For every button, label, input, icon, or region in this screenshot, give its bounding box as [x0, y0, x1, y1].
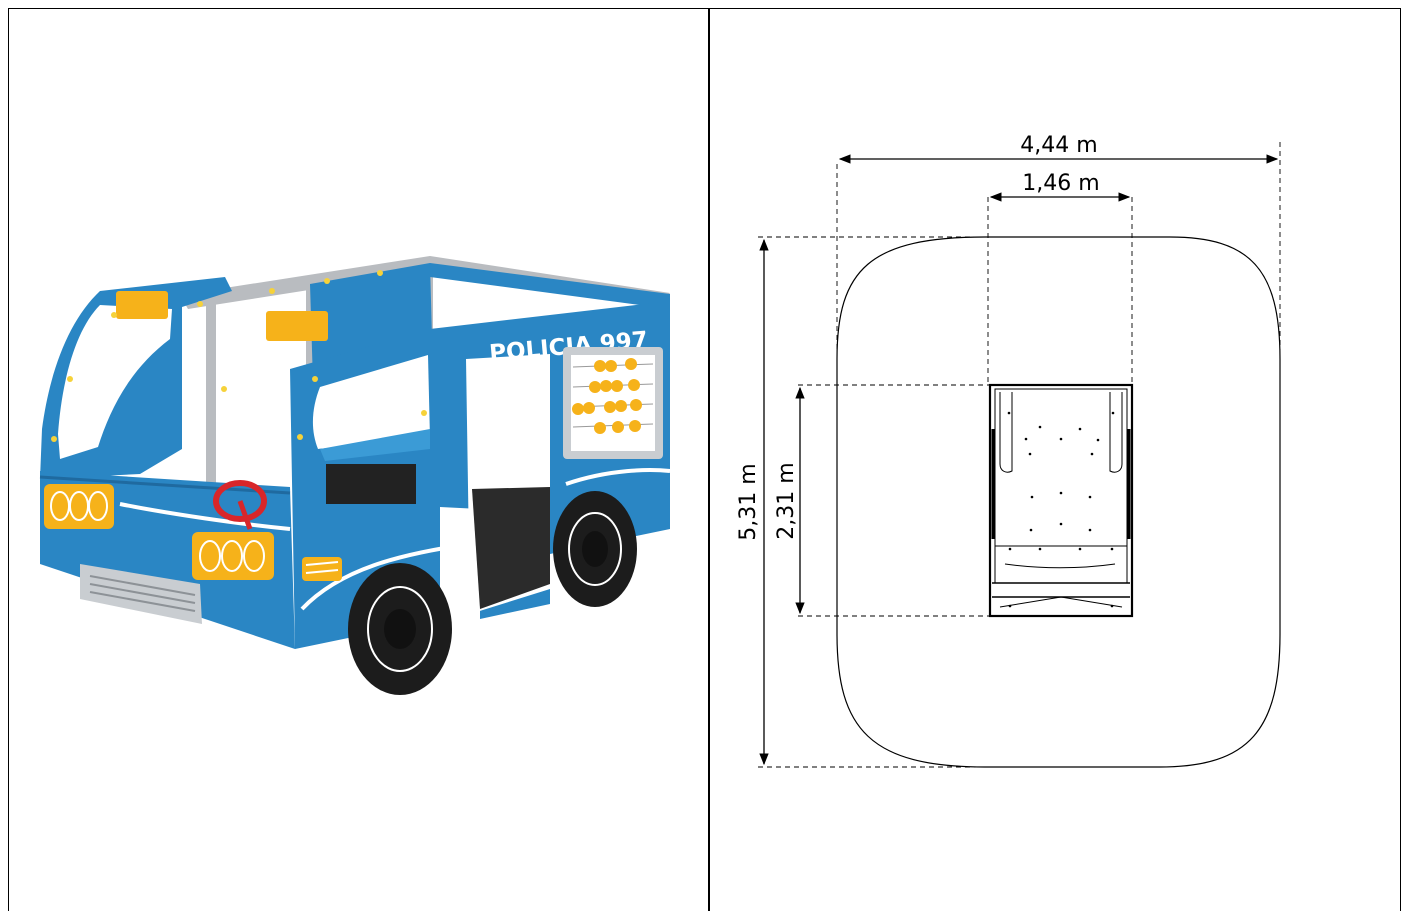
equipment-footprint — [988, 383, 1134, 618]
extension-lines — [758, 142, 1281, 768]
rear-wheel — [553, 491, 637, 607]
plan-diagram: 4,44 m 1,46 m 5,31 m 2,31 m — [736, 133, 1281, 768]
front-grille — [80, 564, 202, 624]
product-render-panel: POLICJA 997 — [10, 9, 707, 911]
panel-divider — [708, 8, 710, 911]
front-wheel — [348, 563, 452, 695]
safety-zone-outline — [836, 236, 1281, 768]
overall-width-label: 4,44 m — [1020, 133, 1097, 158]
bolt-caps — [51, 270, 427, 442]
roof-lights — [116, 291, 328, 341]
dimension-arrows — [759, 154, 1279, 766]
police-car-illustration: POLICJA 997 — [39, 256, 671, 695]
outer-frame — [8, 8, 1401, 911]
footprint-bolts — [1007, 411, 1115, 608]
equipment-length-label: 2,31 m — [774, 462, 799, 539]
equipment-width-label: 1,46 m — [1022, 171, 1099, 196]
headlights — [44, 484, 274, 580]
overall-length-label: 5,31 m — [736, 463, 761, 540]
plan-view-panel: 4,44 m 1,46 m 5,31 m 2,31 m — [710, 9, 1400, 911]
abacus-panel — [563, 347, 663, 459]
steering-wheel — [213, 480, 267, 530]
